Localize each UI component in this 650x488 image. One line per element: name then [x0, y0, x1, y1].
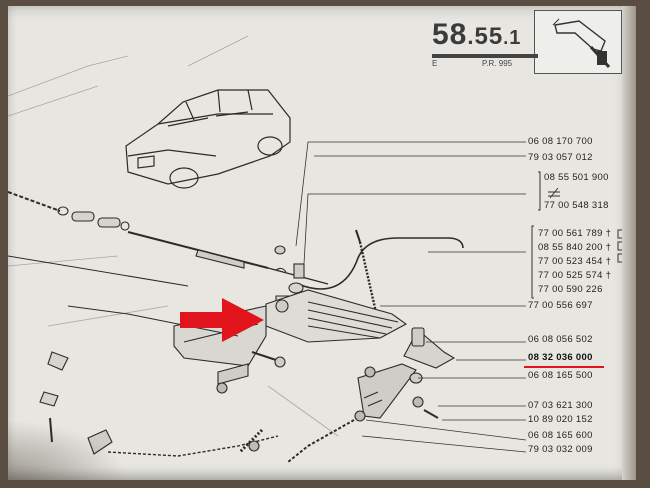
- red-pointer-arrow-icon: [180, 298, 264, 342]
- part-number: 06 08 170 700: [528, 136, 593, 147]
- part-number: 79 03 057 012: [528, 152, 593, 163]
- exploded-diagram: [8, 35, 627, 463]
- part-number: 77 00 590 226: [538, 284, 603, 295]
- highlight-underline: [524, 366, 604, 368]
- part-number: 06 08 165 500: [528, 370, 593, 381]
- part-number: 10 89 020 152: [528, 414, 593, 425]
- part-number: 06 08 056 502: [528, 334, 593, 345]
- part-number: 08 55 501 900: [544, 172, 609, 183]
- part-number: 77 00 525 574 †: [538, 270, 612, 281]
- part-number: 77 00 548 318: [544, 200, 609, 211]
- car-illustration-icon: [125, 89, 291, 189]
- edition-label: E: [432, 59, 438, 68]
- part-number: 08 55 840 200 †: [538, 242, 612, 253]
- part-number: 77 00 523 454 †: [538, 256, 612, 267]
- part-number-highlighted: 08 32 036 000: [528, 352, 593, 363]
- catalog-page: 58.55.1 E P.R. 995: [8, 6, 636, 480]
- part-number: 79 03 032 009: [528, 444, 593, 455]
- page-number: 58.55.1: [432, 18, 522, 51]
- part-number: 77 00 556 697: [528, 300, 593, 311]
- pr-label: P.R. 995: [482, 59, 513, 68]
- handbrake-thumbnail-icon: [534, 10, 622, 74]
- header-rule: [432, 54, 538, 58]
- part-number: 06 08 165 600: [528, 430, 593, 441]
- part-number: 07 03 621 300: [528, 400, 593, 411]
- book-binding: [622, 6, 636, 480]
- corner-shadow: [8, 420, 128, 480]
- part-number: 77 00 561 789 †: [538, 228, 612, 239]
